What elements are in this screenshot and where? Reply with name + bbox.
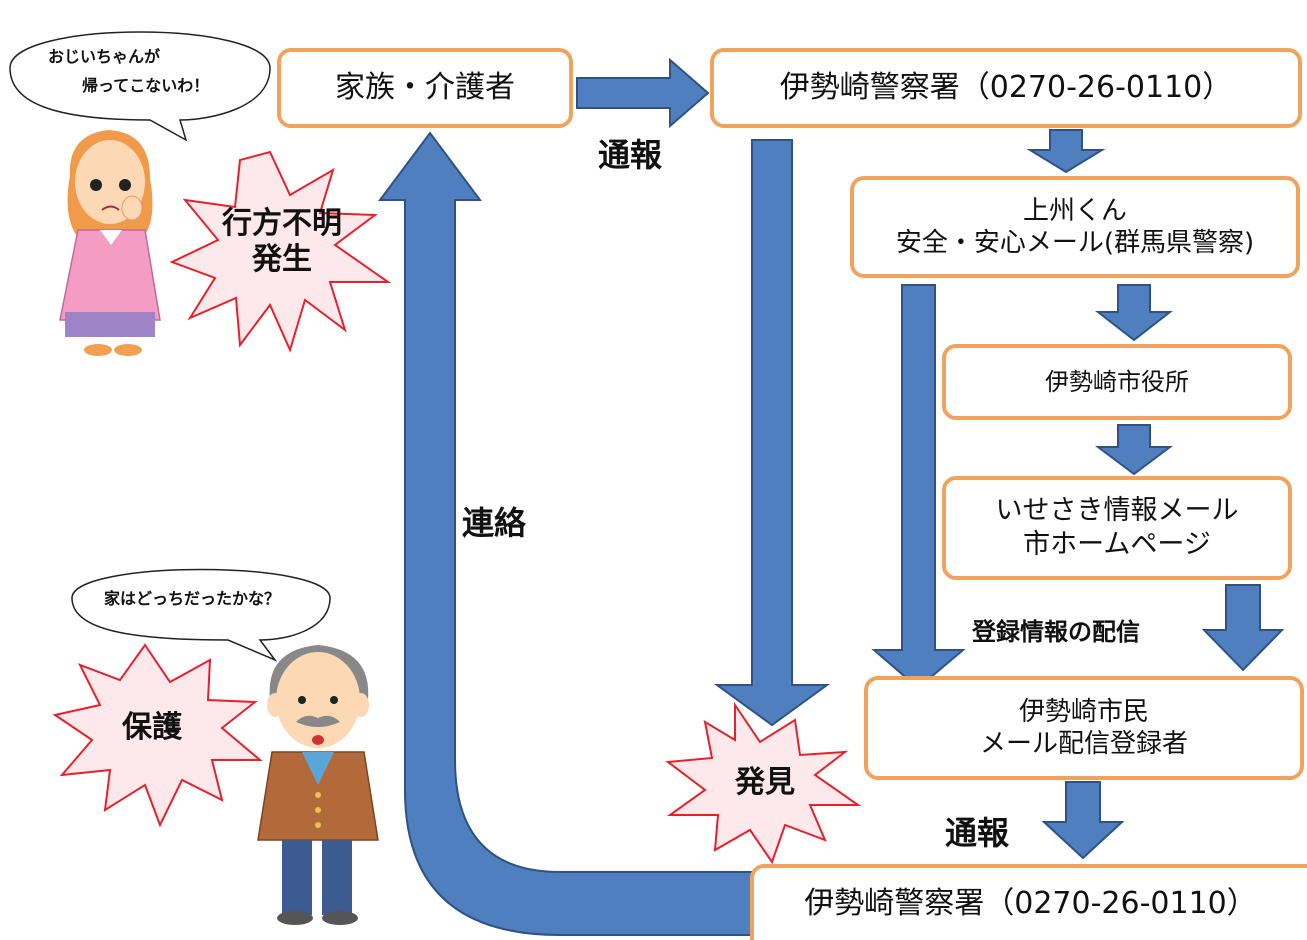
lost-old-man-illustration (257, 645, 379, 925)
man-bubble-text: 家はどっちだったかな？ (104, 589, 281, 608)
police-bottom-box: 伊勢崎警察署（0270-26-0110） (750, 864, 1307, 940)
citizens-box: 伊勢崎市民 メール配信登録者 (864, 676, 1304, 780)
found-burst-text: 発見 (735, 765, 795, 801)
city-office-label: 伊勢崎市役所 (1045, 368, 1189, 396)
arrow-family-to-police (576, 57, 710, 129)
anshin-mail-line1: 上州くん (1022, 195, 1127, 226)
arrow-return-contact (378, 131, 753, 936)
info-mail-box: いせさき情報メール 市ホームページ (942, 476, 1292, 580)
anshin-mail-box: 上州くん 安全・安心メール(群馬県警察) (850, 176, 1300, 278)
report-label-top: 通報 (598, 136, 663, 174)
distribution-label: 登録情報の配信 (972, 618, 1140, 646)
woman-speech-bubble (9, 31, 271, 142)
report-label-bottom: 通報 (945, 814, 1010, 852)
citizens-line1: 伊勢崎市民 (1018, 696, 1149, 727)
police-top-label: 伊勢崎警察署（0270-26-0110） (779, 70, 1233, 106)
protect-burst-text: 保護 (122, 710, 182, 746)
woman-bubble-line1: おじいちゃんが (48, 47, 161, 66)
arrow-city-office-to-info-mail (1095, 424, 1173, 476)
arrow-police-to-found (713, 139, 831, 727)
worried-woman-illustration (59, 130, 161, 356)
arrow-info-mail-to-citizens (1201, 584, 1285, 672)
burst-found (665, 701, 862, 865)
missing-burst-line1: 行方不明 (222, 206, 342, 241)
woman-bubble-line2: 帰ってこないわ！ (82, 76, 210, 95)
anshin-mail-line2: 安全・安心メール(群馬県警察) (895, 228, 1255, 258)
police-bottom-label: 伊勢崎警察署（0270-26-0110） (804, 886, 1257, 922)
arrow-mail-to-citizens (871, 284, 966, 690)
arrow-mail-to-city-office (1095, 284, 1173, 342)
arrow-police-to-mail (1026, 129, 1106, 174)
missing-burst-line2: 発生 (252, 242, 312, 277)
info-mail-line2: 市ホームページ (1023, 529, 1211, 560)
man-speech-bubble (71, 568, 331, 662)
found-burst-label: 発見 (735, 765, 795, 800)
contact-label: 連絡 (462, 504, 527, 542)
burst-missing (169, 150, 392, 353)
police-top-box: 伊勢崎警察署（0270-26-0110） (710, 48, 1302, 128)
city-office-box: 伊勢崎市役所 (942, 344, 1292, 420)
arrow-citizens-to-police (1041, 781, 1125, 860)
burst-protect (52, 643, 263, 828)
info-mail-line1: いせさき情報メール (995, 495, 1239, 527)
protect-burst-label: 保護 (122, 710, 182, 745)
citizens-line2: メール配信登録者 (979, 729, 1188, 759)
family-caregiver-label: 家族・介護者 (335, 70, 515, 106)
family-caregiver-box: 家族・介護者 (277, 48, 573, 128)
missing-burst-text: 行方不明 発生 (222, 206, 342, 278)
